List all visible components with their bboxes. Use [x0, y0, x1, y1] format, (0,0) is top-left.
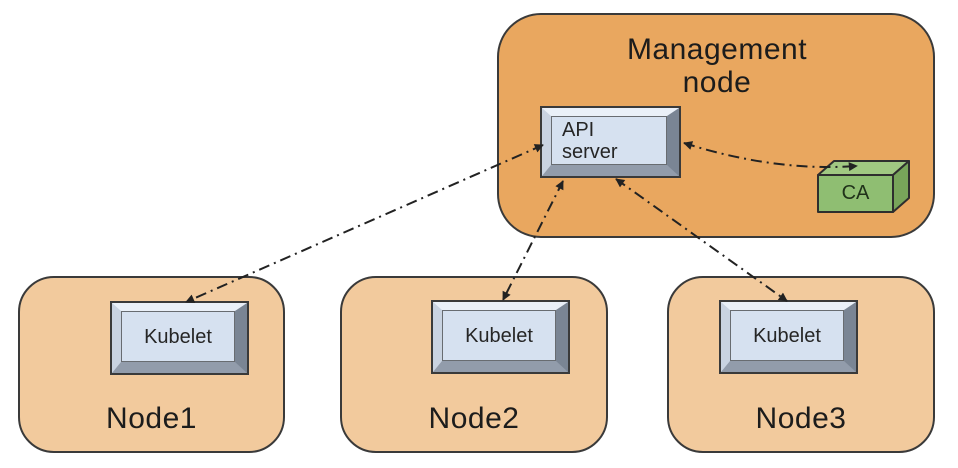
api-server-label: API server	[562, 118, 618, 163]
kubelet-label-node2: Kubelet	[465, 324, 533, 347]
node2-label: Node2	[428, 402, 520, 435]
node3-label: Node3	[755, 402, 847, 435]
kubelet-box-node2: Kubelet	[431, 300, 570, 374]
management-node-label: Management node	[626, 33, 808, 99]
kubelet-box-node1: Kubelet	[110, 301, 249, 375]
kubelet-label-node3: Kubelet	[753, 324, 821, 347]
kubelet-label-node1: Kubelet	[144, 325, 212, 348]
ca-label: CA	[841, 182, 870, 204]
api-server-box: API server	[540, 106, 681, 178]
kubelet-box-node3: Kubelet	[719, 300, 858, 374]
node1-label: Node1	[106, 402, 197, 435]
